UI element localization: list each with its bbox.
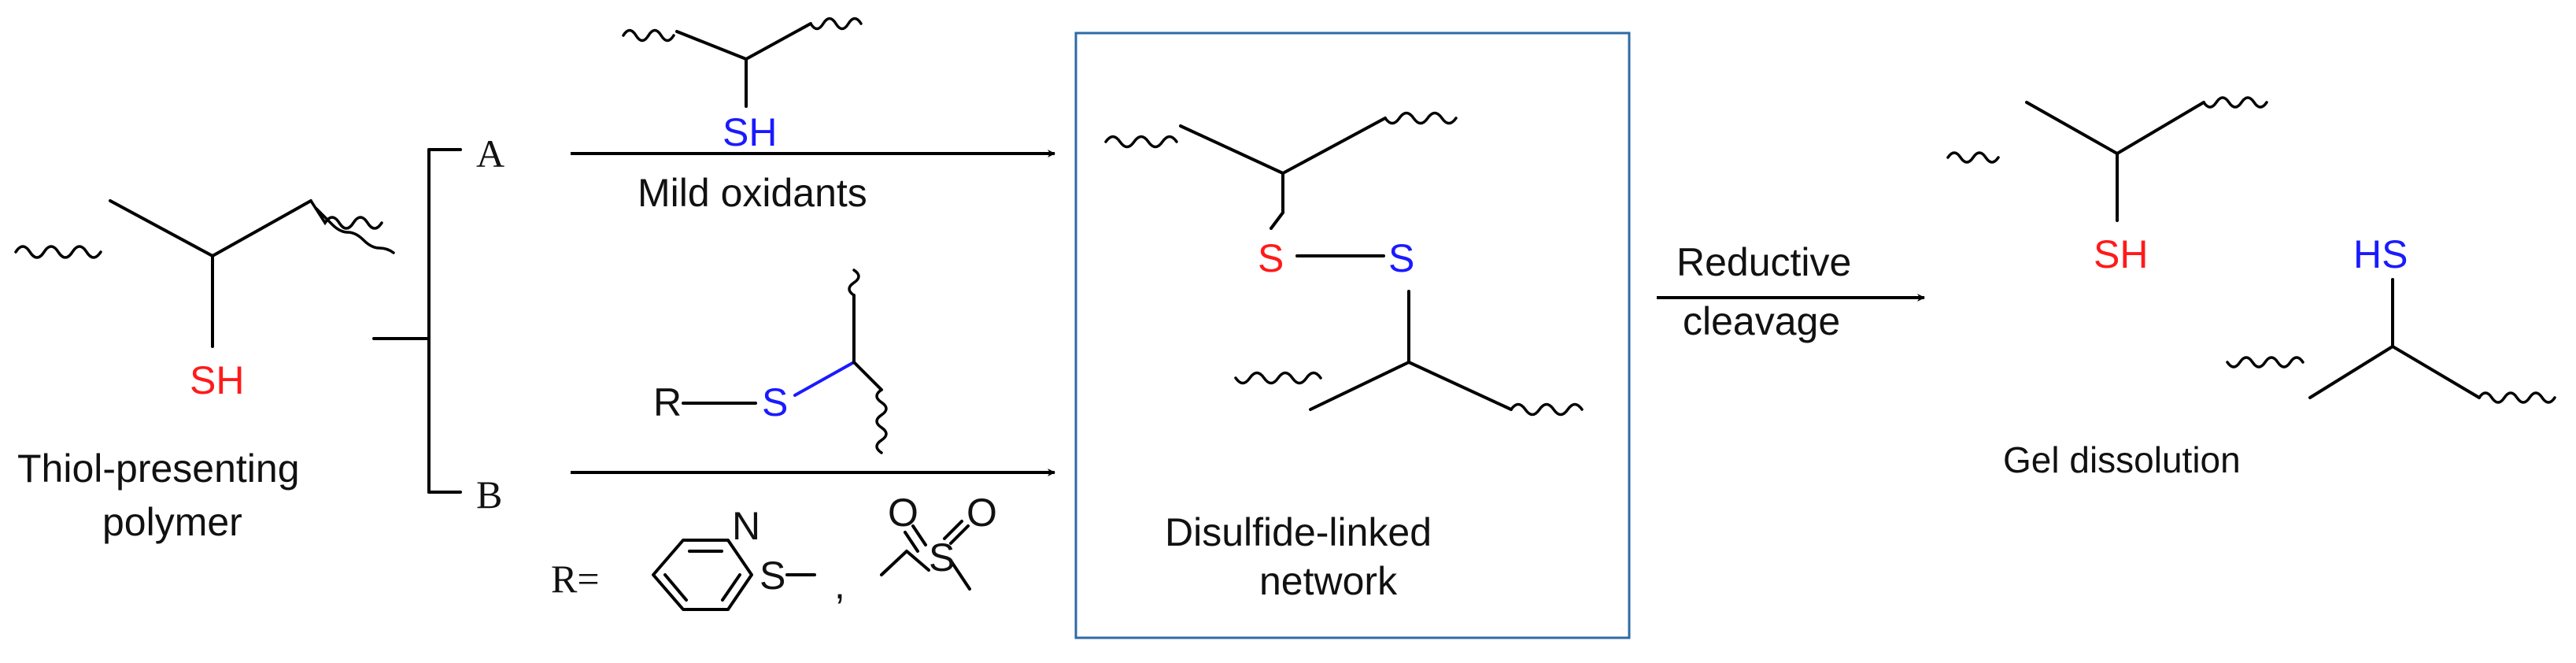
cleavage-line2: cleavage — [1683, 299, 1840, 343]
product2-wavy-left — [2226, 356, 2304, 369]
reagent-a-backbone — [675, 22, 812, 61]
product1-backbone — [2025, 101, 2205, 155]
s-c-bond — [793, 361, 856, 397]
wavy-bond-right-2 — [315, 207, 395, 254]
network-lower-wavy-left — [1234, 371, 1322, 385]
sulfonyl-oxygen-left: O — [888, 491, 918, 535]
pyridyl-sulfur: S — [759, 554, 785, 598]
wavy-bond-left — [14, 245, 102, 259]
thiol-polymer-structure: SH Thiol-presenting polymer — [14, 199, 395, 544]
products-caption: Gel dissolution — [2003, 439, 2241, 480]
route-b: R S R= N S , S O O — [551, 269, 1055, 611]
network-sulfur-red: S — [1258, 236, 1284, 280]
polymer-caption-line1: Thiol-presenting — [17, 446, 300, 491]
condition-a: Mild oxidants — [638, 171, 867, 215]
product2-backbone — [2308, 345, 2481, 399]
reagent-a-wavy-right — [809, 17, 863, 31]
product1-thiol-group: SH — [2094, 232, 2148, 276]
backbone-bond — [109, 199, 312, 257]
thiol-group: SH — [190, 358, 244, 402]
sulfonyl-oxygen-right: O — [966, 491, 997, 535]
cleavage-step: Reductive cleavage — [1657, 240, 1925, 343]
network-upper-wavy-right — [1384, 111, 1458, 125]
network-caption-line2: network — [1259, 559, 1398, 603]
reagent-a-wavy-left — [622, 28, 675, 43]
wavy-bond-right — [309, 199, 383, 230]
network-upper-wavy-left — [1104, 135, 1178, 149]
pyridyl-ring — [652, 539, 753, 611]
separator-comma: , — [834, 563, 845, 607]
network-caption-line1: Disulfide-linked — [1165, 510, 1432, 554]
network-sulfur-blue: S — [1388, 236, 1414, 280]
cleavage-line1: Reductive — [1676, 240, 1851, 284]
r-group-label: R — [653, 380, 682, 424]
reagent-b-wavy-bottom — [875, 388, 888, 454]
route-a-letter: A — [476, 131, 504, 176]
methylsulfonyl-structure — [880, 520, 971, 591]
network-lower-wavy-right — [1510, 402, 1584, 417]
product1-wavy-right — [2202, 96, 2268, 109]
network-upper-backbone — [1179, 117, 1387, 175]
product1-wavy-left — [1946, 151, 2000, 164]
reagent-b-down-bond — [852, 361, 883, 391]
reagent-a-thiol-group: SH — [723, 110, 777, 154]
branch-bracket: A B — [372, 131, 504, 517]
reagent-b-wavy-top — [848, 269, 860, 297]
product2-thiol-group: HS — [2353, 232, 2408, 276]
r-definition: R= — [551, 557, 600, 601]
network-lower-backbone — [1309, 361, 1513, 411]
reagent-b-sulfur: S — [762, 380, 788, 424]
route-a: SH Mild oxidants — [571, 17, 1055, 215]
products: SH HS Gel dissolution — [1946, 96, 2556, 480]
network-box: S S Disulfide-linked network — [1074, 31, 1631, 639]
polymer-caption-line2: polymer — [102, 500, 242, 544]
sulfonyl-sulfur: S — [929, 535, 955, 580]
network-cs-bond — [1270, 211, 1284, 230]
route-b-letter: B — [476, 472, 502, 517]
network-frame — [1074, 31, 1631, 639]
product2-wavy-right — [2478, 391, 2556, 404]
pyridyl-nitrogen: N — [732, 504, 760, 548]
